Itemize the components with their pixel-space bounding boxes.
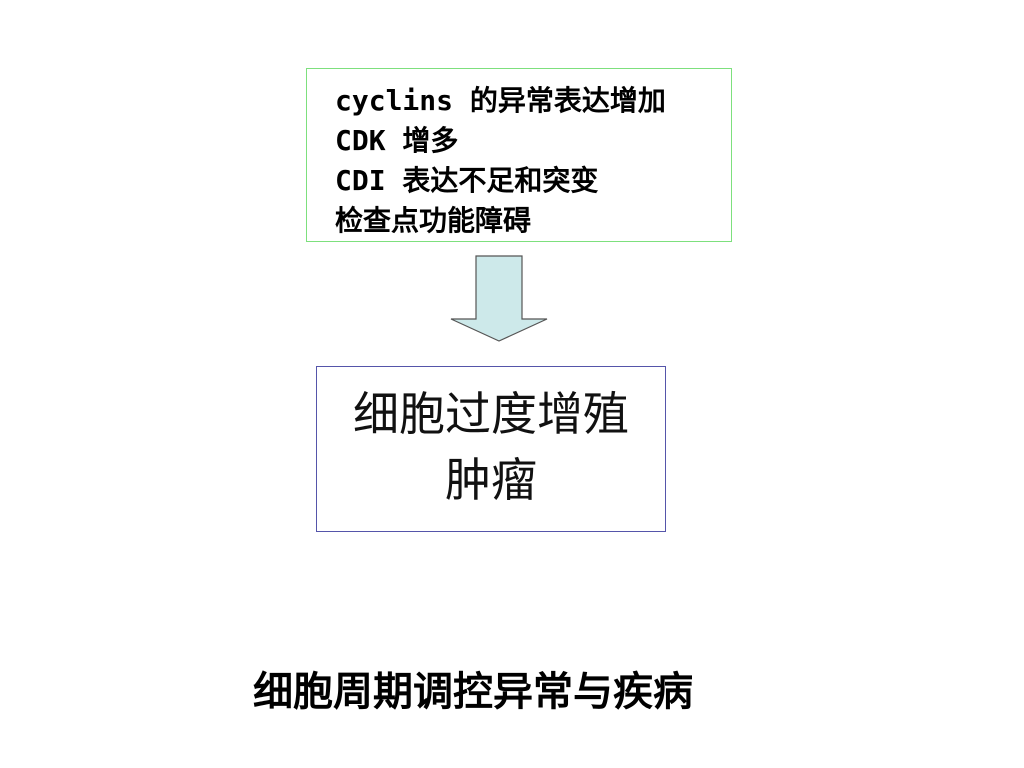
cause-item-checkpoint: 检查点功能障碍 [335,204,532,237]
cause-item-cdk: CDK 增多 [335,124,459,157]
result-item-proliferation: 细胞过度增殖 [353,387,629,441]
page-title: 细胞周期调控异常与疾病 [253,669,693,715]
results-box: 细胞过度增殖 肿瘤 [316,366,666,532]
cause-item-cdi: CDI 表达不足和突变 [335,164,599,197]
cause-item-cyclins: cyclins 的异常表达增加 [335,84,666,117]
result-item-tumor: 肿瘤 [445,453,537,507]
causes-box: cyclins 的异常表达增加 CDK 增多 CDI 表达不足和突变 检查点功能… [306,68,732,242]
down-arrow-shape [450,255,548,342]
down-arrow-icon [450,255,548,342]
